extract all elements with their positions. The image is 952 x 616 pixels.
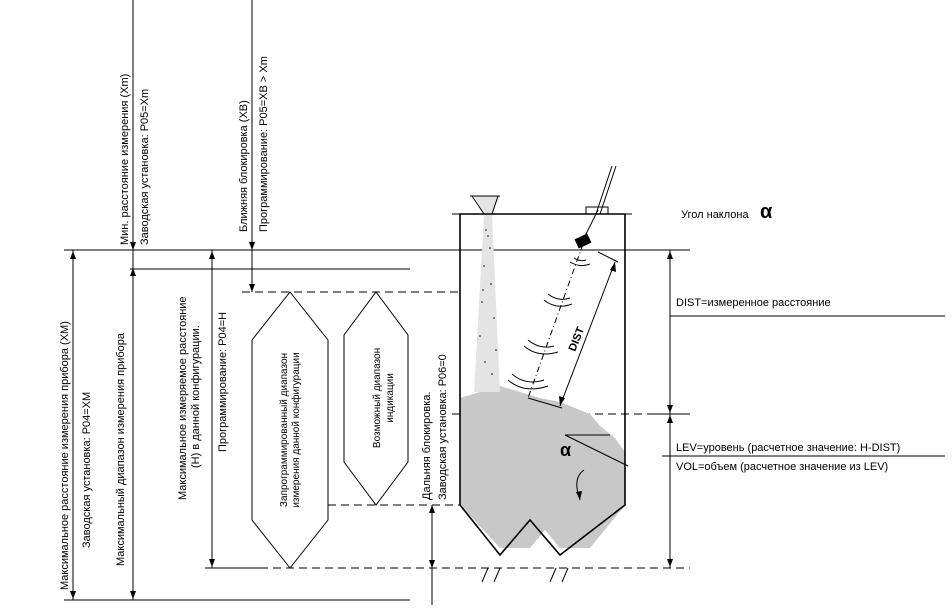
xb-program-label: Программирование: P05=XB > Xm: [258, 56, 270, 232]
alpha-angle-label: α: [560, 440, 571, 460]
far-block-label-2: Заводская установка: P06=0: [437, 354, 449, 500]
radar-sensor: [574, 165, 617, 249]
right-arrow-top: [667, 251, 673, 259]
dist-dimension-line: [559, 261, 616, 407]
angle-ref-line: [564, 434, 629, 467]
programmed-range-hexagon: [251, 291, 329, 569]
dist-beam-label: DIST: [567, 325, 588, 353]
silo-walls: [459, 213, 626, 557]
xm-default-label: Заводская установка: P05=Xm: [139, 89, 151, 245]
far-block-arrow-2: [429, 560, 435, 568]
xm-arrow: [130, 242, 136, 250]
right-arrow-bottom: [667, 559, 673, 567]
right-arrow-mid-down: [667, 415, 673, 423]
xm-outer-arrow-top: [70, 251, 76, 259]
h-title-label-2: (H) в данной конфигурации.: [190, 325, 202, 468]
xm-arrow-3: [130, 591, 136, 599]
right-arrow-mid-up: [667, 405, 673, 413]
display-range-hexagon: [343, 291, 409, 506]
dist-arrow-bottom: [559, 396, 565, 406]
far-block-arrow: [429, 505, 435, 513]
programmed-range-label-1: Запрограммированный диапазон: [279, 353, 290, 507]
lev-description: LEV=уровень (расчетное значение: H-DIST): [676, 442, 900, 454]
max-range-title-label: Максимальное расстояние измерения прибор…: [59, 321, 71, 590]
dist-description: DIST=измеренное расстояние: [676, 297, 831, 309]
h-arrow-top: [209, 251, 215, 259]
max-range-default-label: Заводская установка: P04=XM: [81, 392, 93, 548]
display-range-label-2: индикации: [385, 373, 396, 423]
xm-title-label: Мин. расстояние измерения (Xm): [119, 74, 131, 245]
xm-outer-arrow-bottom: [70, 591, 76, 599]
h-title-label-1: Максимальное измеряемое расстояние: [177, 296, 189, 500]
xm-arrow-2: [130, 268, 136, 276]
tilt-alpha-symbol: α: [760, 201, 773, 223]
beam-centerline: [527, 243, 584, 399]
dist-arrow-top: [610, 262, 616, 272]
h-arrow-bottom: [209, 559, 215, 567]
stream-dots: [479, 229, 497, 375]
tilt-label: Угол наклона: [681, 209, 749, 221]
far-block-label-1: Дальняя блокировка.: [421, 392, 433, 501]
falling-stream: [474, 196, 500, 392]
max-range-span-label: Максимальный диапазон измерения прибора: [115, 332, 127, 566]
silo: [452, 165, 632, 583]
inlet-funnel: [470, 195, 500, 215]
h-program-label: Программирование: P04=H: [217, 312, 229, 452]
xb-title-label: Ближняя блокировка (XB): [238, 100, 250, 232]
radar-waves: [507, 257, 591, 390]
silo-legs: [481, 567, 569, 583]
display-range-label-1: Возможный диапазон: [372, 348, 383, 448]
xb-arrow-2: [249, 284, 255, 292]
material-pile: [460, 386, 625, 548]
programmed-range-label-2: измерения данной конфигурации: [290, 352, 302, 507]
xb-arrow: [249, 242, 255, 250]
vol-description: VOL=объем (расчетное значение из LEV): [676, 461, 888, 473]
